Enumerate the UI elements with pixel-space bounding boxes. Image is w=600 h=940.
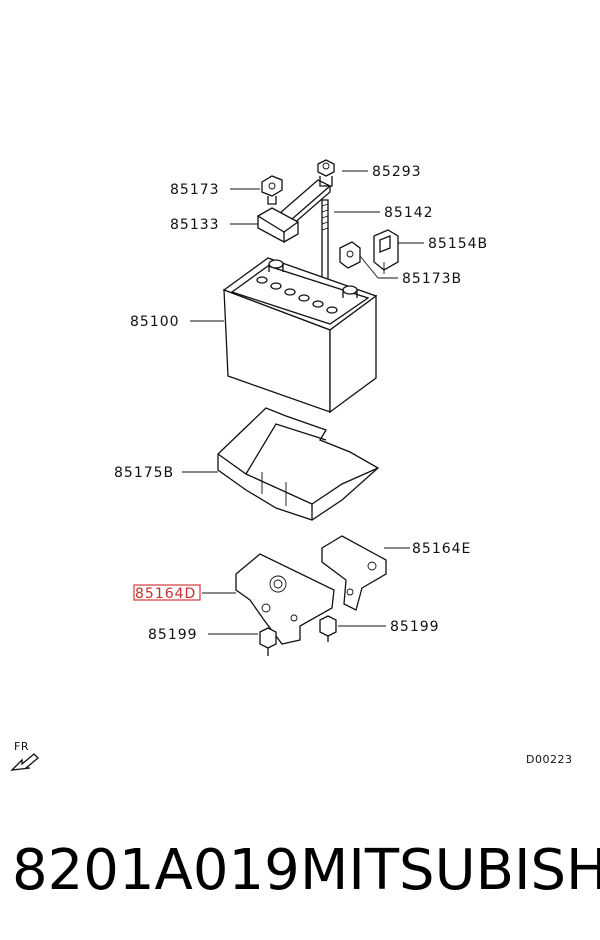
label-85173B: 85173B: [402, 271, 462, 287]
footer: 8201A019 MITSUBISHI: [0, 820, 600, 940]
label-85173: 85173: [170, 182, 220, 198]
battery: [222, 257, 378, 414]
label-85175B: 85175B: [114, 465, 174, 481]
label-85133: 85133: [170, 217, 220, 233]
label-85100: 85100: [130, 314, 180, 330]
hold-down-clamp: [256, 159, 335, 244]
terminal-nut: [339, 241, 361, 269]
label-85164D: 85164D: [135, 586, 196, 602]
brand-name: MITSUBISHI: [300, 838, 600, 903]
bracket-left: [235, 553, 335, 645]
terminal-clamp: [373, 229, 399, 274]
label-85164E: 85164E: [412, 541, 471, 557]
fr-label: FR: [14, 740, 29, 753]
j-bolt-rod: [321, 199, 329, 283]
highlight-box: [133, 584, 201, 601]
battery-tray: [217, 407, 380, 521]
part-number: 8201A019: [12, 838, 300, 903]
label-85293: 85293: [372, 164, 422, 180]
leader-lines: [182, 170, 424, 635]
label-85142: 85142: [384, 205, 434, 221]
bracket-right: [321, 535, 387, 611]
label-85199-left: 85199: [148, 627, 198, 643]
bolt-left: [259, 627, 277, 656]
arrow-icon: [10, 753, 39, 771]
bolt-right: [319, 615, 337, 642]
label-85154B: 85154B: [428, 236, 488, 252]
label-85199-right: 85199: [390, 619, 440, 635]
diagram-code: D00223: [526, 753, 572, 766]
front-direction-marker: FR: [10, 740, 39, 771]
